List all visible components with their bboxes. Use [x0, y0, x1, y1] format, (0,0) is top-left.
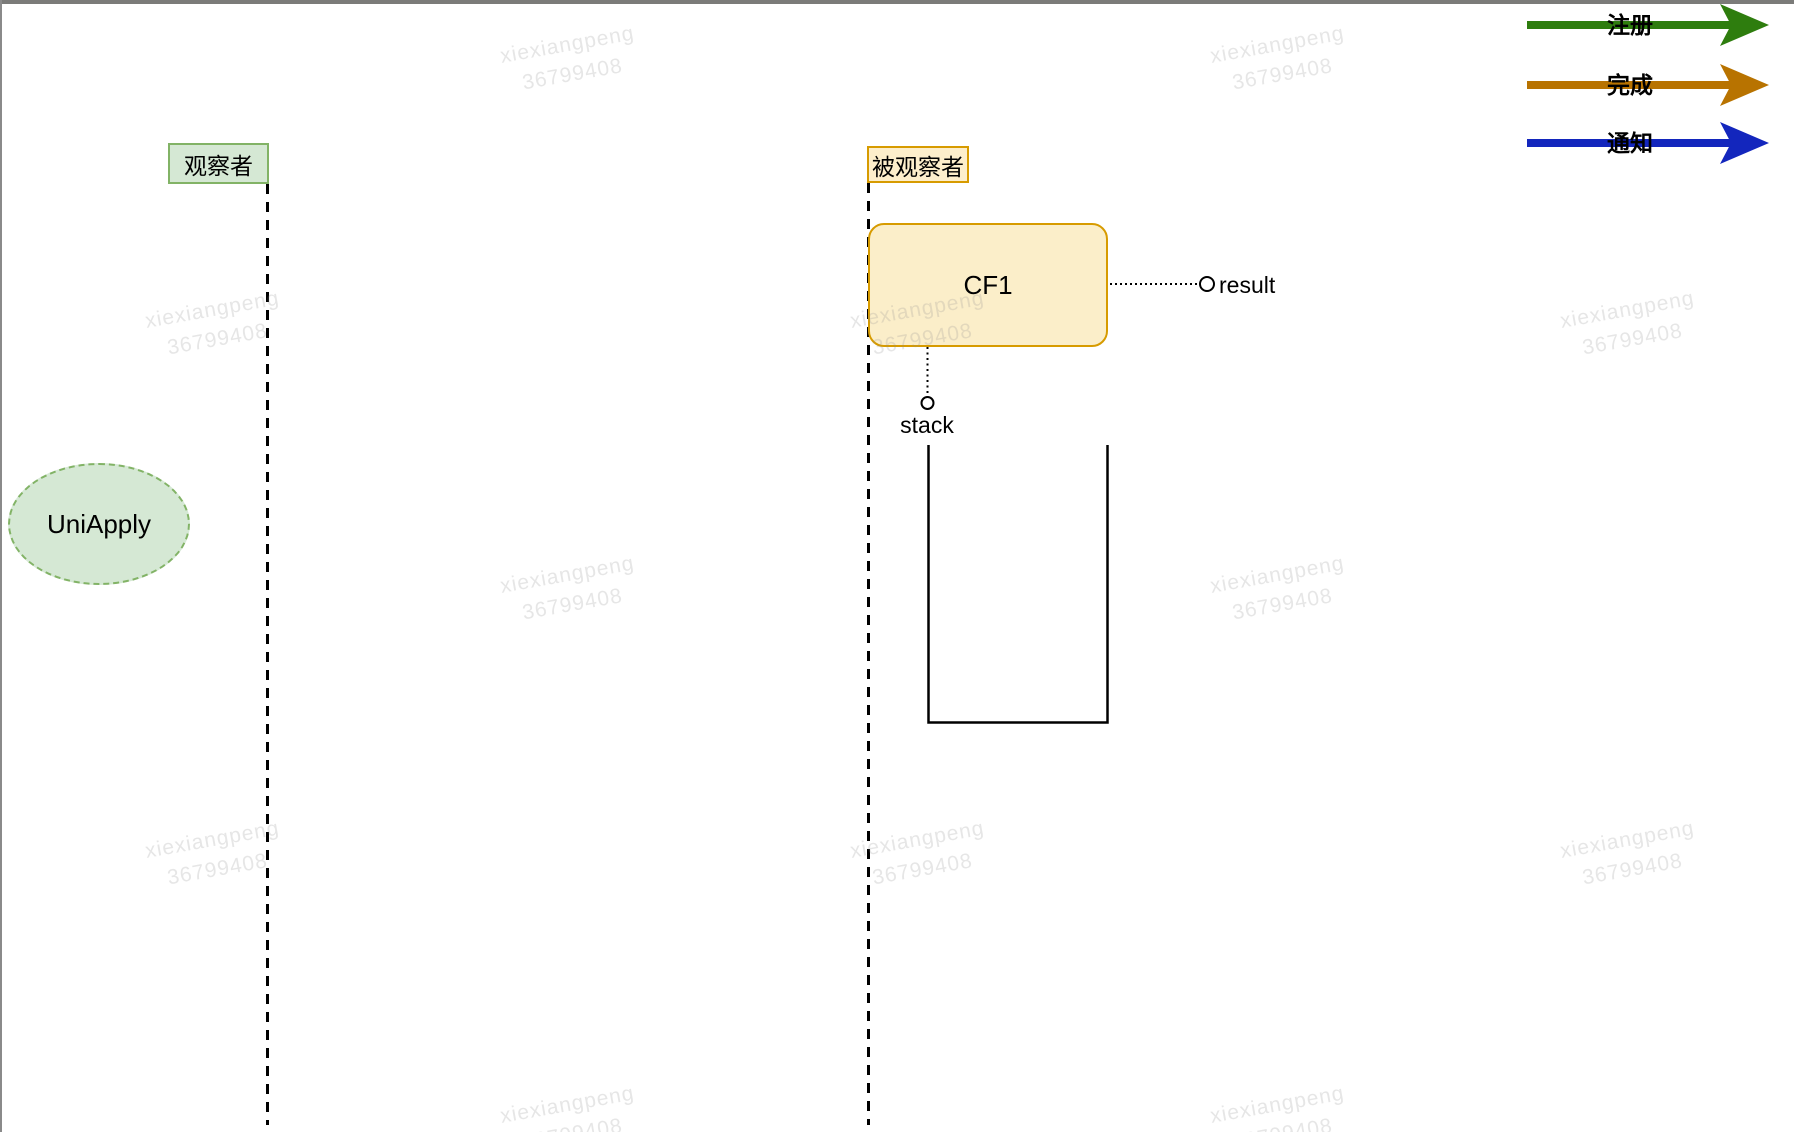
- stack-container[interactable]: [927, 445, 1109, 724]
- stack-label: stack: [900, 412, 954, 438]
- legend-arrow-complete: [1527, 64, 1769, 106]
- legend-label-notify: 通知: [1607, 130, 1653, 156]
- register-arrowhead-icon: [1720, 4, 1769, 46]
- observable-actor-box[interactable]: 被观察者: [867, 146, 969, 183]
- window-left-edge: [0, 0, 2, 1132]
- legend-arrow-notify: [1527, 122, 1769, 164]
- legend-arrow-register: [1527, 4, 1769, 46]
- cf1-node[interactable]: CF1: [868, 223, 1108, 347]
- window-top-edge: [0, 0, 1794, 4]
- result-port-circle: [1199, 276, 1215, 292]
- uniapply-node[interactable]: UniApply: [8, 463, 190, 585]
- observable-actor-label: 被观察者: [872, 153, 964, 180]
- notify-arrowhead-icon: [1720, 122, 1769, 164]
- legend-label-register: 注册: [1607, 12, 1653, 38]
- cf1-node-label: CF1: [963, 269, 1013, 300]
- observer-actor-label: 观察者: [184, 152, 253, 179]
- observer-actor-box[interactable]: 观察者: [168, 143, 269, 184]
- legend-label-complete: 完成: [1607, 72, 1653, 98]
- complete-arrowhead-icon: [1720, 64, 1769, 106]
- result-label: result: [1219, 272, 1276, 298]
- uniapply-node-label: UniApply: [46, 508, 152, 539]
- stack-port-circle: [920, 396, 935, 410]
